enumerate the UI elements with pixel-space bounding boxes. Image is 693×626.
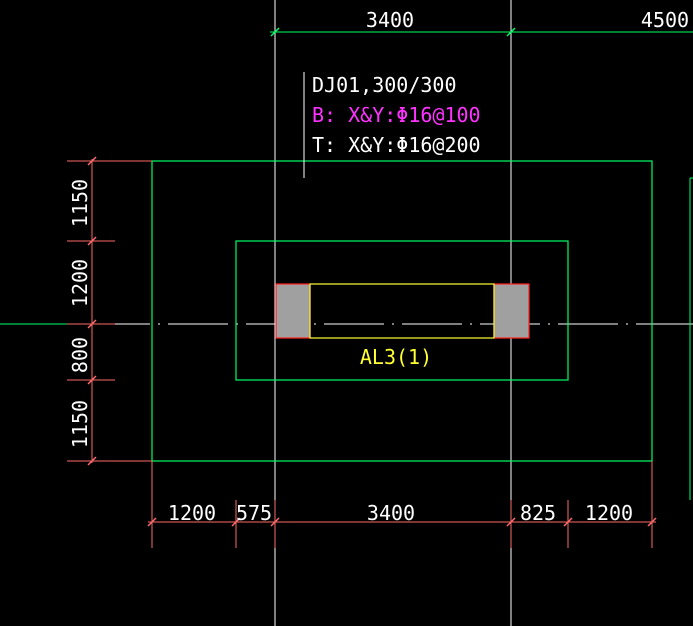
bottom-tick-3 bbox=[270, 517, 280, 527]
bottom-dim-label-5: 1200 bbox=[585, 501, 633, 525]
left-dim-label-2: 1200 bbox=[68, 259, 92, 307]
column-right bbox=[493, 283, 530, 339]
top-dim-tick-1 bbox=[270, 27, 280, 37]
bottom-tick-5 bbox=[563, 517, 573, 527]
left-dimension-labels: 1150 1200 800 1150 bbox=[68, 179, 92, 448]
top-dim-span-1-label: 3400 bbox=[366, 8, 414, 32]
bottom-dim-label-1: 1200 bbox=[168, 501, 216, 525]
top-dim-span-2-label: 4500 bbox=[641, 8, 689, 32]
footing-outer-step bbox=[151, 160, 653, 462]
bottom-dim-label-4: 825 bbox=[520, 501, 556, 525]
left-dimension-chain bbox=[67, 156, 152, 466]
footing-note-line-1: DJ01,300/300 bbox=[312, 73, 457, 97]
footing-note-line-2: B: X&Y:Φ16@100 bbox=[312, 103, 481, 127]
bottom-dim-label-3: 3400 bbox=[367, 501, 415, 525]
column-left bbox=[275, 283, 311, 339]
footing-note-line-3: T: X&Y:Φ16@200 bbox=[312, 133, 481, 157]
columns bbox=[275, 283, 530, 339]
left-tick-2 bbox=[87, 236, 97, 246]
bottom-dimension-chain bbox=[147, 461, 657, 548]
left-tick-1 bbox=[87, 156, 97, 166]
beam-outline bbox=[309, 283, 495, 339]
left-dim-label-4: 1150 bbox=[68, 400, 92, 448]
bottom-tick-2 bbox=[231, 517, 241, 527]
bottom-tick-4 bbox=[506, 517, 516, 527]
bottom-tick-1 bbox=[147, 517, 157, 527]
bottom-tick-6 bbox=[647, 517, 657, 527]
bottom-dimension-labels: 1200 575 3400 825 1200 bbox=[168, 501, 633, 525]
left-tick-4 bbox=[87, 375, 97, 385]
left-tick-5 bbox=[87, 456, 97, 466]
top-dim-tick-2 bbox=[506, 27, 516, 37]
footing-note: DJ01,300/300 B: X&Y:Φ16@100 T: X&Y:Φ16@2… bbox=[312, 73, 481, 157]
left-tick-3 bbox=[87, 319, 97, 329]
left-dim-label-1: 1150 bbox=[68, 179, 92, 227]
bottom-dim-label-2: 575 bbox=[236, 501, 272, 525]
left-dim-label-3: 800 bbox=[68, 337, 92, 373]
top-dimension: 3400 4500 bbox=[270, 8, 693, 37]
footing-outlines bbox=[151, 160, 653, 462]
footing-inner-step bbox=[235, 240, 569, 381]
beam-label: AL3(1) bbox=[360, 345, 432, 369]
